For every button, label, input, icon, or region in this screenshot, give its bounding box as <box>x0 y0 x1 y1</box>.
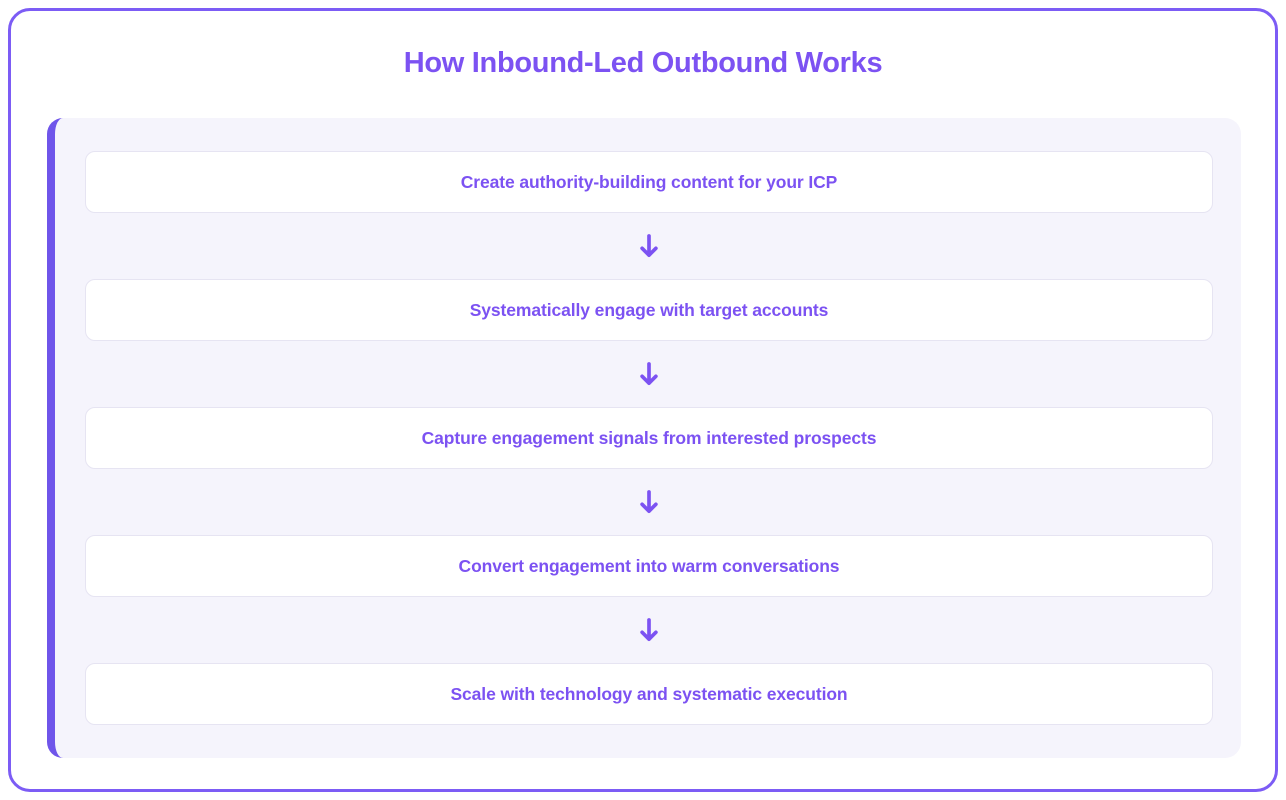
arrow-down-icon <box>640 362 658 385</box>
arrow-down-icon <box>640 618 658 641</box>
arrow-down-icon <box>640 490 658 513</box>
arrow-row <box>85 341 1213 407</box>
arrow-down-icon <box>640 234 658 257</box>
step-card-label: Convert engagement into warm conversatio… <box>458 555 840 576</box>
step-card: Scale with technology and systematic exe… <box>85 663 1213 725</box>
step-card-label: Create authority-building content for yo… <box>460 171 838 192</box>
step-card: Systematically engage with target accoun… <box>85 279 1213 341</box>
page-title: How Inbound-Led Outbound Works <box>403 47 883 79</box>
step-card: Convert engagement into warm conversatio… <box>85 535 1213 597</box>
step-card: Capture engagement signals from interest… <box>85 407 1213 469</box>
arrow-row <box>85 469 1213 535</box>
outer-frame: How Inbound-Led Outbound Works Create au… <box>8 8 1278 792</box>
step-card-label: Capture engagement signals from interest… <box>421 427 877 448</box>
steps-list: Create authority-building content for yo… <box>85 151 1213 725</box>
step-card-label: Scale with technology and systematic exe… <box>450 683 848 704</box>
arrow-row <box>85 597 1213 663</box>
flow-panel: Create authority-building content for yo… <box>47 118 1241 758</box>
step-card-label: Systematically engage with target accoun… <box>469 299 829 320</box>
arrow-row <box>85 213 1213 279</box>
step-card: Create authority-building content for yo… <box>85 151 1213 213</box>
